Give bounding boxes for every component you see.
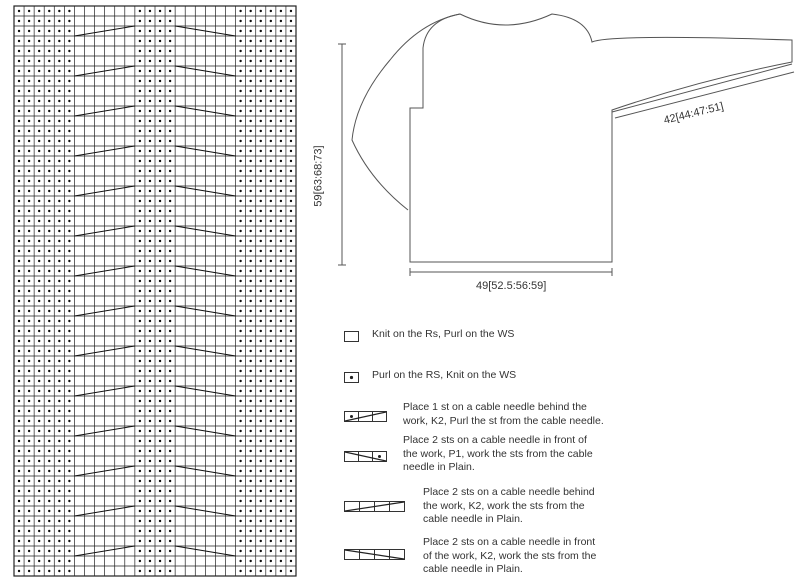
sweater-left-sleeve (351, 13, 461, 211)
cable-front-knit-icon (344, 549, 405, 560)
purl-dot-icon (344, 372, 359, 383)
length-measurement: 59[63:68:73] (312, 145, 325, 207)
sweater-right-sleeve-edge (611, 63, 793, 113)
legend-knit-text: Knit on the Rs, Purl on the WS (372, 328, 515, 340)
knit-square-icon (344, 331, 359, 342)
knitting-chart (13, 5, 297, 577)
width-measurement: 49[52.5:56:59] (476, 280, 547, 292)
cable-back-knit-icon (344, 501, 405, 512)
sleeve-measure-line (614, 71, 795, 119)
legend-purl-text: Purl on the RS, Knit on the WS (372, 369, 517, 381)
sweater-body-outline (409, 13, 793, 263)
purl-dots (17, 9, 293, 573)
cable-back-purl-icon (344, 411, 387, 422)
cable-front-purl-icon (344, 451, 387, 462)
cable-crossings (74, 25, 236, 557)
legend-cable-front-purl-text: Place 2 sts on a cable needle in front o… (403, 434, 593, 473)
sweater-schematic (338, 13, 795, 276)
chart-grid (13, 5, 297, 577)
